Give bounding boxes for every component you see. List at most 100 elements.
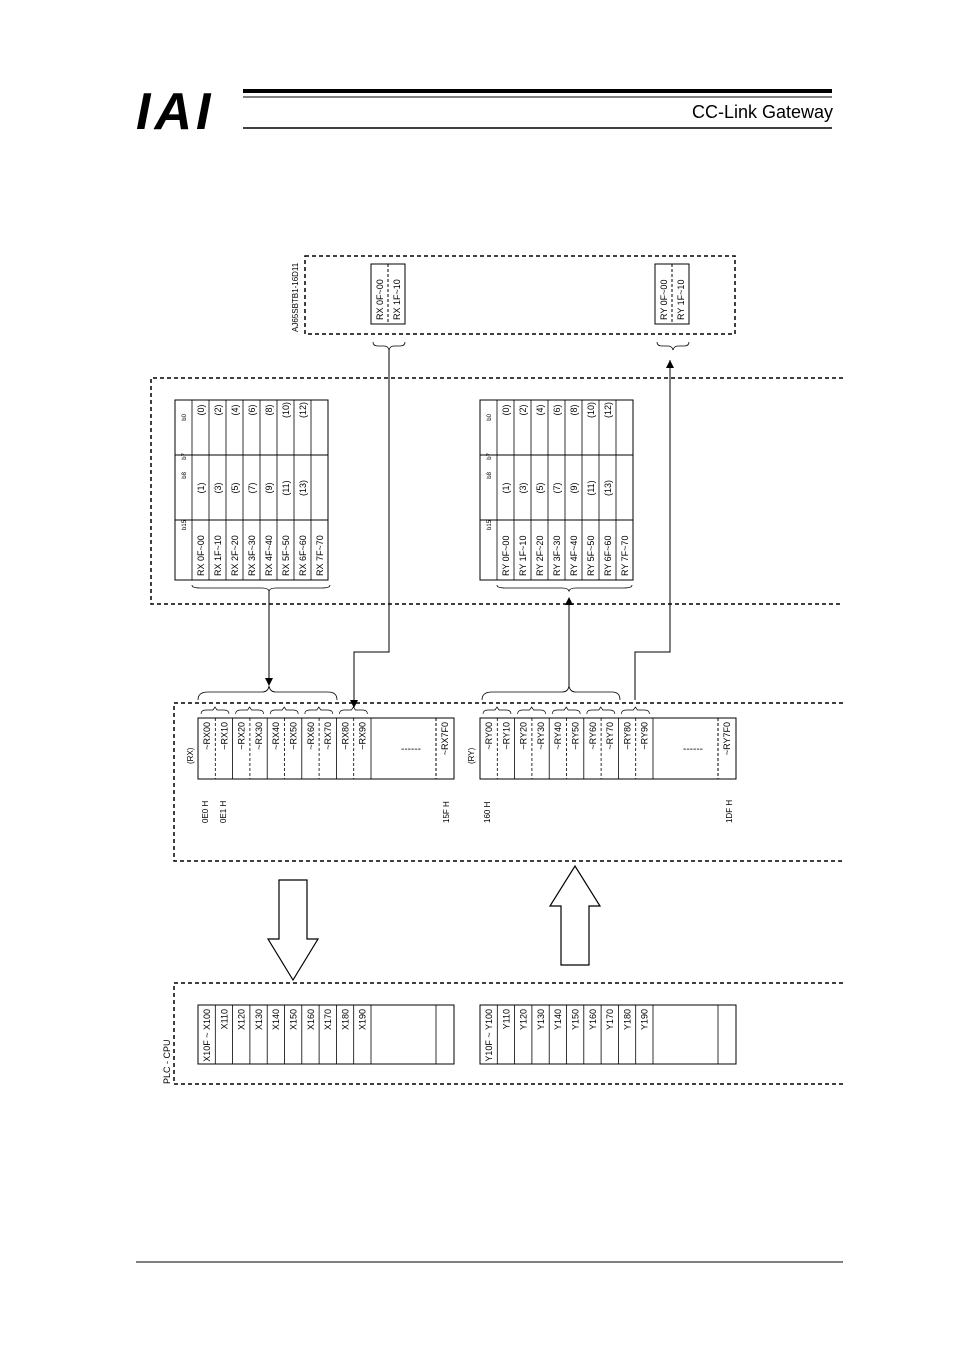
bracket-gw-rx	[191, 584, 331, 593]
gw-ry-row-label: RY 0F~00	[501, 536, 511, 576]
plc-y-cell: Y10F ~ Y100	[484, 1009, 494, 1062]
buf-rx-cell: ~RX10	[219, 722, 229, 750]
buf-rx-cell: ~RX60	[306, 722, 316, 750]
pair-bracket	[517, 706, 546, 715]
pair-bracket	[304, 706, 334, 715]
master-rx-row: RX 1F~10	[392, 279, 402, 320]
plc-x-cell: X150	[289, 1009, 299, 1030]
gw-ry-high-byte: (3)	[518, 482, 528, 493]
gw-rx-bit-label: b15	[182, 519, 188, 530]
buf-ry-cell: ~RY40	[553, 722, 563, 750]
buf-rx-dots: ------	[401, 744, 421, 755]
buf-rx-cell: ~RX70	[323, 722, 333, 750]
header-title: CC-Link Gateway	[692, 102, 833, 122]
buffer-rx-strip: ~RX00~RX10~RX20~RX30~RX40~RX50~RX60~RX70…	[197, 717, 455, 780]
gw-rx-low-byte: (8)	[264, 404, 274, 415]
plc-x-cell: X10F ~ X100	[202, 1009, 212, 1062]
addr-rx-last: 15F H	[442, 801, 451, 823]
gw-rx-bit-label: b7	[182, 452, 188, 459]
buffer-ry-label: (RY)	[467, 747, 476, 764]
gw-rx-row-label: RX 4F~40	[264, 535, 274, 576]
arrowhead-gw-rx	[265, 678, 273, 686]
plc-y-cell: Y190	[640, 1009, 650, 1030]
gw-ry-high-byte: (1)	[501, 482, 511, 493]
plc-x-frame	[197, 1004, 455, 1065]
gw-rx-low-byte: (6)	[247, 404, 257, 415]
gw-rx-low-byte: (10)	[281, 402, 291, 418]
gw-rx-low-byte: (2)	[213, 404, 223, 415]
pair-bracket	[235, 706, 264, 715]
buf-rx-cell: ~RX80	[340, 722, 350, 750]
gw-ry-row-label: RY 2F~20	[535, 536, 545, 576]
buf-ry-cell: ~RY10	[501, 722, 511, 750]
gw-rx-low-byte: (4)	[230, 404, 240, 415]
buf-ry-cell: ~RY30	[536, 722, 546, 750]
buf-ry-cell: ~RY90	[640, 722, 650, 750]
pair-bracket	[269, 706, 299, 715]
buf-ry-cell: ~RY60	[588, 722, 598, 750]
gw-ry-row-label: RY 3F~30	[552, 536, 562, 576]
buf-rx-cell: ~RX20	[237, 722, 247, 750]
buf-rx-cell: ~RX50	[289, 722, 299, 750]
gw-ry-low-byte: (8)	[569, 404, 579, 415]
gw-rx-high-byte: (11)	[281, 480, 291, 495]
addr-ry-first: 160 H	[483, 801, 492, 823]
pair-bracket	[200, 706, 230, 715]
master-ry-row: RY 0F~00	[659, 280, 669, 320]
gw-rx-row-label: RX 7F~70	[315, 535, 325, 576]
gw-ry-low-byte: (4)	[535, 404, 545, 415]
plc-x-cell: X180	[340, 1009, 350, 1030]
plc-x-cell: X190	[358, 1009, 368, 1030]
gw-ry-row-label: RY 4F~40	[569, 536, 579, 576]
line-buffer-to-master-ry	[634, 360, 671, 700]
pair-bracket	[339, 706, 368, 715]
buf-ry-cell: ~RY20	[519, 722, 529, 750]
plc-box	[173, 982, 843, 1085]
gw-rx-row-label: RX 5F~50	[281, 535, 291, 576]
gw-rx-row-label: RX 3F~30	[247, 535, 257, 576]
gw-ry-low-byte: (0)	[501, 404, 511, 415]
gw-ry-bit-label: b8	[487, 471, 493, 478]
addr-ry-last: 1DF H	[725, 800, 734, 823]
gw-ry-low-byte: (6)	[552, 404, 562, 415]
bracket-gw-ry	[496, 584, 633, 593]
block-arrow-up-icon	[548, 864, 602, 966]
buf-ry-last-cell: ~RY7F0	[722, 722, 732, 755]
gw-rx-row-label: RX 1F~10	[213, 535, 223, 576]
arrowhead-gw-ry	[565, 597, 573, 605]
plc-x-cell: X170	[323, 1009, 333, 1030]
buf-rx-last-cell: ~RX7F0	[440, 722, 450, 755]
plc-y-cell: Y180	[622, 1009, 632, 1030]
connection-lines	[268, 350, 671, 706]
arrowhead-master-rx	[350, 700, 358, 708]
gw-rx-row-label: RX 0F~00	[196, 535, 206, 576]
buf-ry-frame	[479, 717, 737, 780]
buf-ry-cell: ~RY80	[622, 722, 632, 750]
plc-y-cell: Y120	[519, 1009, 529, 1030]
addr-rx-second: 0E1 H	[219, 801, 228, 823]
gw-rx-row-label: RX 2F~20	[230, 535, 240, 576]
plc-y-cell: Y150	[571, 1009, 581, 1030]
buf-ry-cell: ~RY00	[484, 722, 494, 750]
pair-bracket	[551, 706, 581, 715]
gw-rx-high-byte: (5)	[230, 482, 240, 493]
plc-y-cell: Y130	[536, 1009, 546, 1030]
gw-ry-high-byte: (7)	[552, 482, 562, 493]
buf-ry-cell: ~RY70	[605, 722, 615, 750]
line-master-rx-to-buffer	[353, 350, 390, 706]
buf-rx-cell: ~RX90	[358, 722, 368, 750]
buf-ry-dots: ------	[683, 744, 703, 755]
plc-y-cell: Y170	[605, 1009, 615, 1030]
gw-ry-low-byte: (10)	[586, 402, 596, 418]
gw-ry-high-byte: (5)	[535, 482, 545, 493]
gw-rx-bit-label: b0	[182, 413, 188, 420]
gw-ry-row-label: RY 6F~60	[603, 536, 613, 576]
pair-bracket	[621, 706, 650, 715]
master-rx-row: RX 0F~00	[375, 279, 385, 320]
